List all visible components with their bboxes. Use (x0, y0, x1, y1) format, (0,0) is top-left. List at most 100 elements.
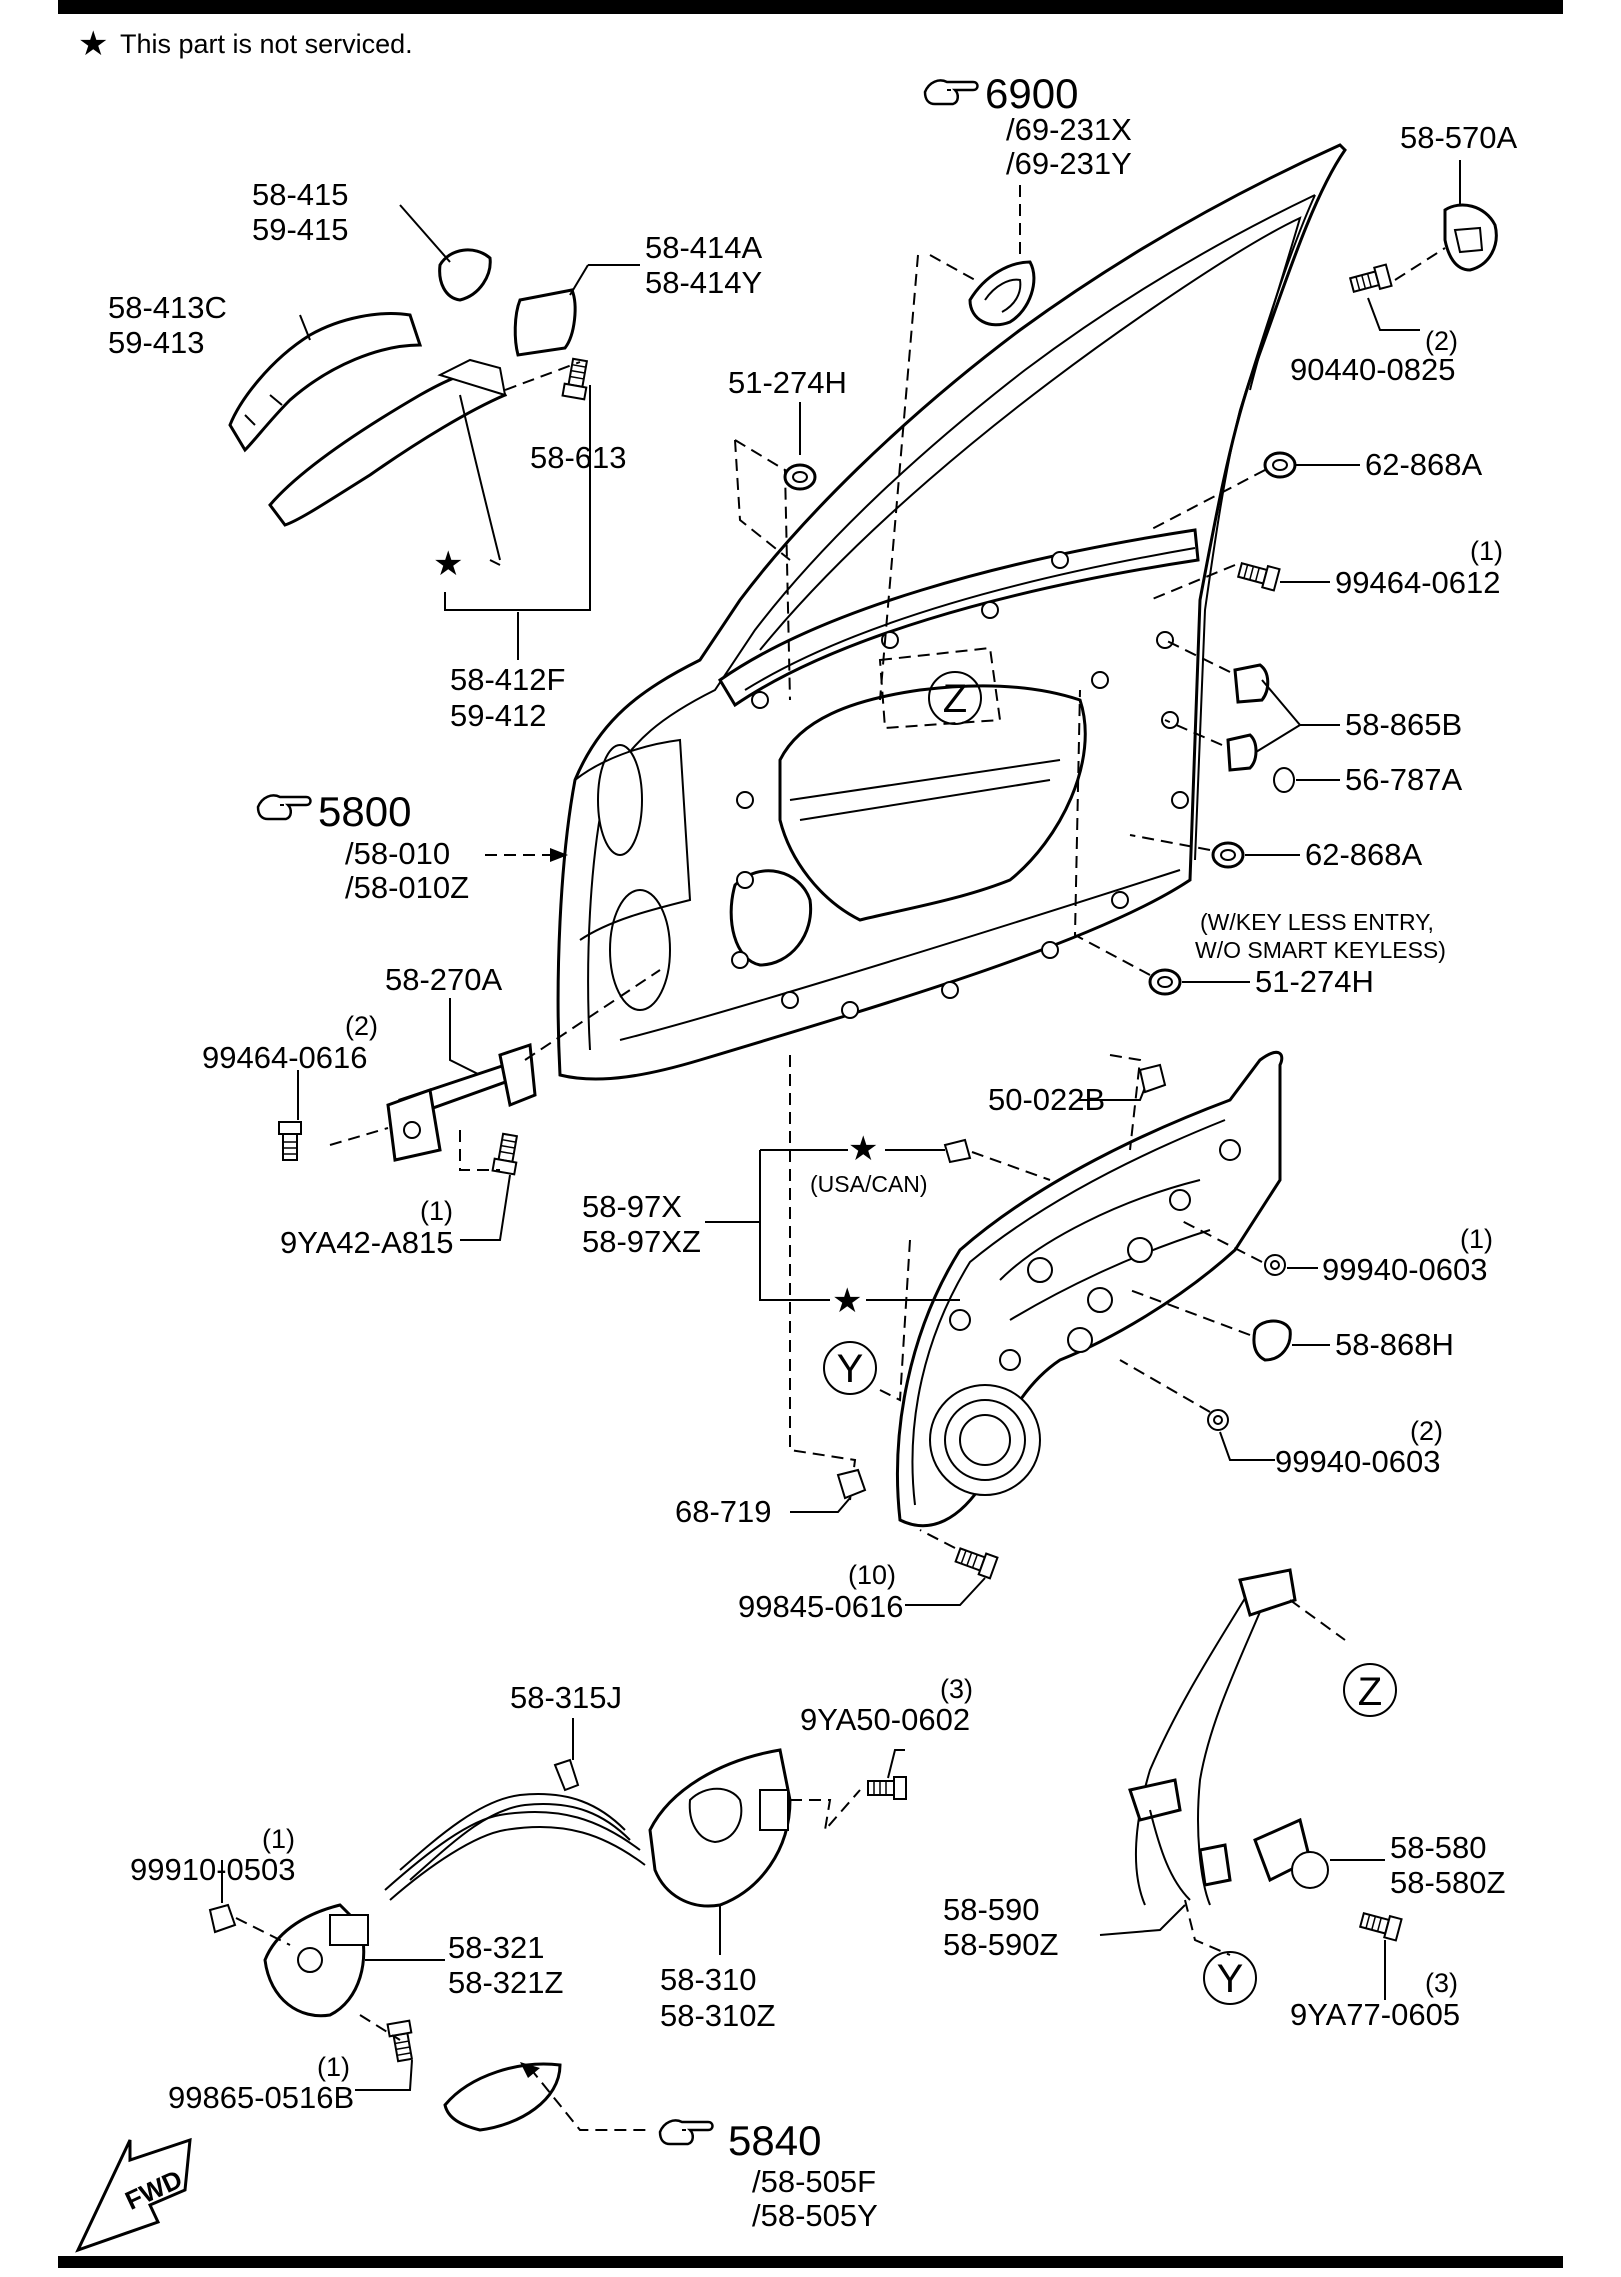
svg-text:/58-010: /58-010 (345, 836, 450, 871)
keyless-note: (W/KEY LESS ENTRY, W/O SMART KEYLESS) (1195, 909, 1446, 963)
svg-text:99910-0503: 99910-0503 (130, 1852, 296, 1887)
outside-handle-assembly: ★ (228, 204, 640, 660)
inner-carrier-panel (896, 1050, 1284, 1528)
ref-5840: 5840 /58-505F /58-505Y (658, 2117, 878, 2233)
svg-text:Z: Z (943, 677, 967, 721)
label-58-412f: 58-412F (450, 662, 565, 697)
svg-text:58-97X: 58-97X (582, 1189, 682, 1224)
label-58-413c: 58-413C (108, 290, 227, 325)
latch-assembly: 58-315J 58-310 58-310Z (3) 9YA50-0602 58… (130, 1674, 973, 2132)
plug-58-868h: 58-868H (1129, 1289, 1454, 1362)
svg-text:51-274H: 51-274H (1255, 964, 1374, 999)
svg-text:68-719: 68-719 (675, 1494, 772, 1529)
svg-text:(1): (1) (1460, 1224, 1493, 1254)
svg-text:(2): (2) (1425, 326, 1458, 356)
svg-text:62-868A: 62-868A (1365, 447, 1483, 482)
label-58-613: 58-613 (530, 440, 627, 475)
svg-text:99464-0616: 99464-0616 (202, 1040, 368, 1075)
svg-text:/58-505F: /58-505F (752, 2164, 876, 2199)
svg-text:(10): (10) (848, 1560, 896, 1590)
pointing-hand-icon (658, 2119, 714, 2146)
svg-text:(1): (1) (317, 2052, 350, 2082)
star-icon: ★ (433, 545, 463, 583)
nut-99940-0603-a: (1) 99940-0603 (1179, 1219, 1493, 1287)
svg-text:(2): (2) (1410, 1416, 1443, 1446)
svg-text:58-270A: 58-270A (385, 962, 503, 997)
svg-text:(1): (1) (1470, 536, 1503, 566)
svg-text:Z: Z (1358, 1670, 1382, 1714)
svg-text:(3): (3) (940, 1674, 973, 1704)
svg-text:58-310Z: 58-310Z (660, 1998, 775, 2033)
svg-text:9YA50-0602: 9YA50-0602 (800, 1702, 970, 1737)
svg-text:/69-231Y: /69-231Y (1006, 146, 1132, 181)
grommet-51-274h-top: 51-274H (728, 365, 847, 701)
svg-text:58-570A: 58-570A (1400, 120, 1518, 155)
svg-text:(2): (2) (345, 1011, 378, 1041)
label-58-415: 58-415 (252, 177, 349, 212)
svg-text:99940-0603: 99940-0603 (1275, 1444, 1441, 1479)
svg-text:99464-0612: 99464-0612 (1335, 565, 1501, 600)
svg-text:5840: 5840 (728, 2117, 821, 2164)
svg-text:(3): (3) (1425, 1968, 1458, 1998)
door-panel (556, 143, 1347, 1081)
pointing-hand-icon (923, 79, 979, 106)
svg-text:W/O SMART KEYLESS): W/O SMART KEYLESS) (1195, 937, 1446, 963)
svg-text:58-868H: 58-868H (1335, 1327, 1454, 1362)
svg-text:99845-0616: 99845-0616 (738, 1589, 904, 1624)
fwd-arrow-icon: FWD (75, 2137, 192, 2253)
svg-text:58-865B: 58-865B (1345, 707, 1462, 742)
star-icon: ★ (78, 25, 108, 63)
callout-y-panel: Y (789, 1055, 911, 1501)
svg-text:51-274H: 51-274H (728, 365, 847, 400)
ref-5800: 5800 /58-010 /58-010Z (256, 788, 568, 905)
svg-text:6900: 6900 (985, 70, 1078, 117)
door-holes (731, 551, 1189, 1019)
svg-text:90440-0825: 90440-0825 (1290, 352, 1456, 387)
svg-text:58-321: 58-321 (448, 1930, 545, 1965)
svg-text:Y: Y (1217, 1957, 1244, 2001)
svg-text:/69-231X: /69-231X (1006, 112, 1132, 147)
svg-text:(1): (1) (420, 1196, 453, 1226)
svg-text:/58-505Y: /58-505Y (752, 2198, 878, 2233)
grommet-51-274h-mid: 51-274H (1073, 689, 1374, 999)
svg-text:(USA/CAN): (USA/CAN) (810, 1171, 928, 1197)
callout-z-door: Z (878, 646, 1002, 730)
svg-text:99940-0603: 99940-0603 (1322, 1252, 1488, 1287)
bolt-99464-0612: (1) 99464-0612 (1149, 536, 1503, 601)
not-serviced-note-text: This part is not serviced. (120, 29, 413, 59)
not-serviced-note: ★ This part is not serviced. (78, 25, 413, 63)
window-regulator: Z 58-590 58-590Z Y 58-580 58-580Z (3) 9Y… (943, 1568, 1505, 2032)
ref-6900: 6900 /69-231X /69-231Y (879, 70, 1132, 701)
label-58-414y: 58-414Y (645, 265, 762, 300)
svg-text:58-310: 58-310 (660, 1962, 757, 1997)
clip-usa-can: ★ (USA/CAN) (760, 1130, 1051, 1197)
svg-text:(1): (1) (262, 1824, 295, 1854)
svg-text:62-868A: 62-868A (1305, 837, 1423, 872)
svg-text:(W/KEY LESS ENTRY,: (W/KEY LESS ENTRY, (1200, 909, 1434, 935)
page-bottom-bar (58, 2256, 1563, 2268)
svg-text:58-590Z: 58-590Z (943, 1927, 1058, 1962)
svg-text:/58-010Z: /58-010Z (345, 870, 469, 905)
label-58-414a: 58-414A (645, 230, 763, 265)
pointing-hand-icon (256, 794, 312, 821)
star-icon: ★ (848, 1130, 878, 1168)
svg-text:5800: 5800 (318, 788, 411, 835)
svg-text:58-315J: 58-315J (510, 1680, 622, 1715)
svg-text:58-580Z: 58-580Z (1390, 1865, 1505, 1900)
page-top-bar (58, 0, 1563, 14)
svg-text:58-590: 58-590 (943, 1892, 1040, 1927)
door-check-58-270a: 58-270A (2) 99464-0616 (1) 9YA42-A815 (202, 962, 661, 1260)
star-icon: ★ (832, 1282, 862, 1320)
bumper-58-865b: 58-865B (1164, 639, 1462, 772)
clip-50-022b: 50-022B (988, 1054, 1167, 1151)
svg-text:99865-0516B: 99865-0516B (168, 2080, 354, 2115)
nut-99940-0603-b: (2) 99940-0603 (1119, 1359, 1443, 1479)
svg-text:58-97XZ: 58-97XZ (582, 1224, 701, 1259)
svg-text:56-787A: 56-787A (1345, 762, 1463, 797)
svg-text:9YA77-0605: 9YA77-0605 (1290, 1997, 1460, 2032)
svg-text:58-580: 58-580 (1390, 1830, 1487, 1865)
bolt-99845-0616: (10) 99845-0616 (738, 1529, 999, 1624)
grommet-62-868a-mid: 62-868A (1129, 834, 1423, 872)
striker-58-570a: 58-570A (2) 90440-0825 (1290, 120, 1518, 387)
